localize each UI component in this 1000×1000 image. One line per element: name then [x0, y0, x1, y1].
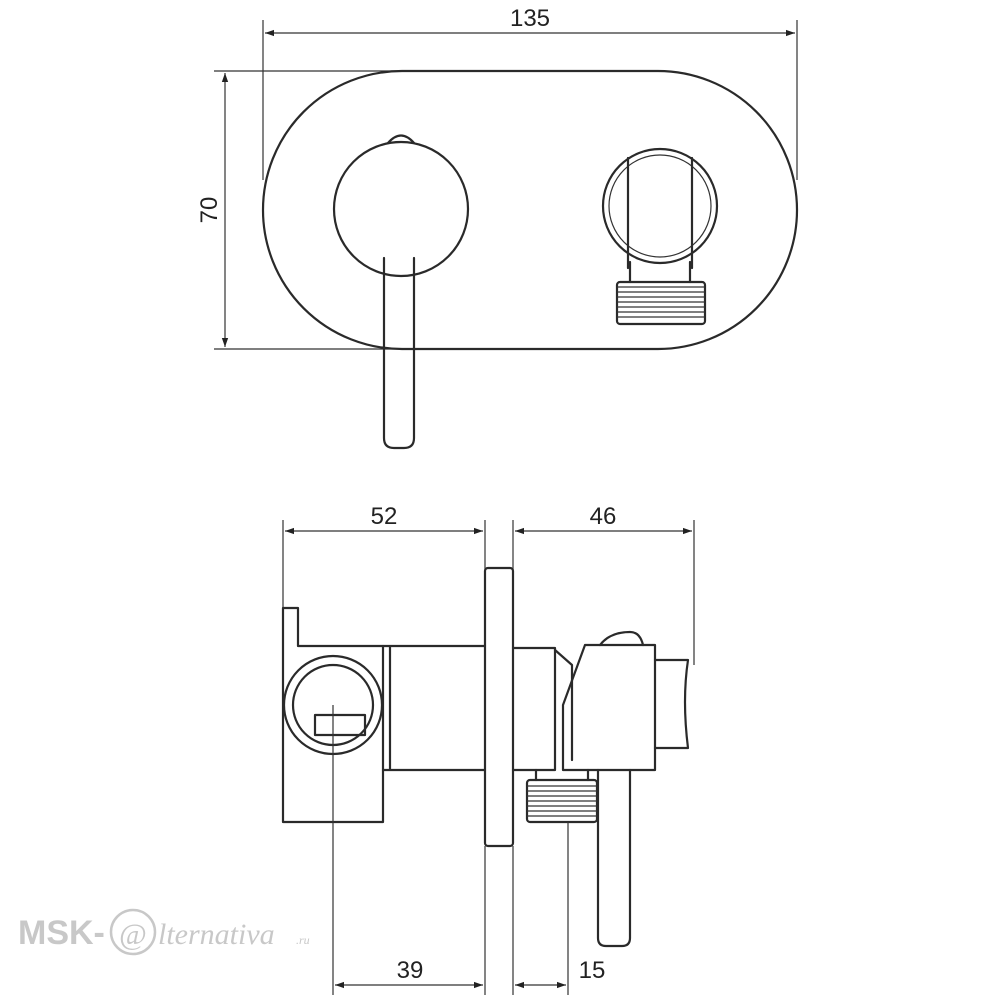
watermark-at: @: [119, 918, 147, 951]
dimension-39: 39: [332, 705, 486, 995]
dimension-label-135: 135: [510, 5, 550, 32]
dimension-46: 46: [512, 503, 695, 665]
watermark-domain: .ru: [296, 933, 310, 947]
outlet-stub: [511, 646, 557, 772]
dimension-width-135: 135: [262, 5, 798, 180]
outlet-thread: [615, 280, 707, 326]
dimension-label-52: 52: [371, 503, 398, 530]
side-lever-handle: [596, 768, 632, 948]
inlet-slot: [313, 713, 367, 737]
shower-outlet: [601, 147, 719, 326]
dimension-label-46: 46: [590, 503, 617, 530]
lever-handle: [332, 134, 470, 450]
dimension-15: 15: [512, 822, 606, 995]
dimension-label-39: 39: [397, 957, 424, 984]
lever-cartridge-circle: [332, 140, 470, 278]
lever-head: [561, 643, 657, 772]
dimension-label-70: 70: [196, 197, 223, 224]
cover-plate-outline: [261, 69, 799, 351]
watermark-brand: MSK-: [18, 914, 105, 952]
watermark-suffix: lternativa: [158, 918, 275, 951]
cartridge-cylinder: [381, 644, 487, 772]
side-view: 52 46: [281, 503, 695, 995]
cover-plate-edge: [483, 566, 515, 848]
dimension-label-15: 15: [579, 957, 606, 984]
watermark-logo: MSK- @ lternativa .ru: [18, 908, 310, 956]
front-view: 135 70: [196, 5, 799, 450]
dimension-height-70: 70: [196, 70, 400, 350]
dimension-52: 52: [282, 503, 486, 610]
